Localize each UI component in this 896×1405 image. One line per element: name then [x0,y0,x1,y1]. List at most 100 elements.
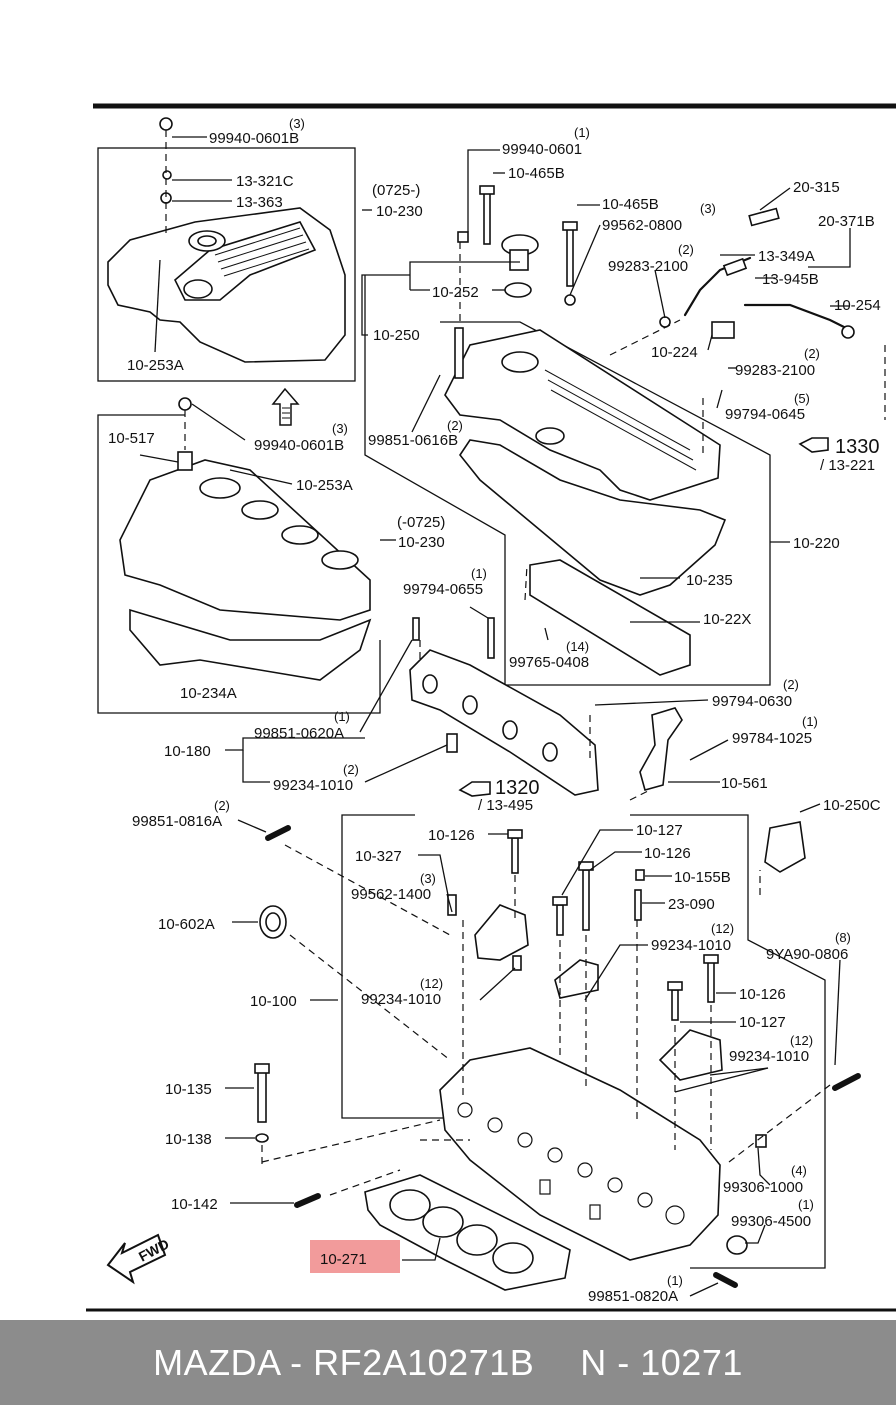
c24-label: 10-517 [108,430,155,447]
c22-label: 1330 [835,436,880,458]
c51-label: 9YA90-0806 [766,946,848,963]
c37-label: 99234-1010 [273,777,353,794]
studs-and-bolts [254,829,767,1148]
c46-label: 10-155B [674,869,731,886]
c19-label: 99283-2100 [735,362,815,379]
c45-label: 10-327 [355,848,402,865]
c63-label: 99851-0820A [588,1288,678,1305]
c36-qty: (1) [802,714,818,729]
footer-reference: N - 10271 [580,1341,743,1383]
c28-label: 99794-0655 [403,581,483,598]
highlight-box [310,1240,400,1273]
c17-label: 10-250 [373,327,420,344]
c28-qty: (1) [471,566,487,581]
c36-label: 99784-1025 [732,730,812,747]
head-box-left [341,814,460,1119]
c9-label: 99562-0800 [602,217,682,234]
c21-qty: (2) [447,418,463,433]
c8-label: 10-465B [602,196,659,213]
ref-pointer-icon [458,437,829,797]
c1-label: 99940-0601B [209,130,299,147]
oil-seal [259,905,287,939]
engine-cover-upper [107,117,346,363]
engine-hanger [639,707,683,791]
leader-lines [139,136,851,1297]
inset-box-lower [97,414,381,714]
c31-label: 99765-0408 [509,654,589,671]
c59-qty: (4) [791,1163,807,1178]
intake-manifold [409,617,599,796]
c9-qty: (3) [700,201,716,216]
c14-label: 13-945B [762,271,819,288]
c33-qty: (1) [334,709,350,724]
cam-caps [474,904,723,1081]
up-arrow-icon [271,387,300,426]
c48-label: 23-090 [668,896,715,913]
c20-qty: (5) [794,391,810,406]
c30-label: 10-22X [703,611,751,628]
c5-qty: (0725-) [372,182,420,199]
c50-label: 99234-1010 [651,937,731,954]
c40-qty: (2) [214,798,230,813]
c63-qty: (1) [667,1273,683,1288]
c25-label: 10-253A [296,477,353,494]
c19-qty: (2) [804,346,820,361]
footer-brand-part: MAZDA - RF2A10271B [153,1341,535,1383]
c38-label: 1320 [495,777,540,799]
bolts [454,185,578,379]
c61-qty: (1) [798,1197,814,1212]
baffle-plate [529,559,691,676]
c47-qty: (3) [420,871,436,886]
c39-label: 10-561 [721,775,768,792]
c49-label: 10-602A [158,916,215,933]
c11-label: 20-371B [818,213,875,230]
c12-label: 99283-2100 [608,258,688,275]
c27-label: 10-220 [793,535,840,552]
alignment-lines [261,242,886,1196]
c29-label: 10-235 [686,572,733,589]
c59-label: 99306-1000 [723,1179,803,1196]
c35-label: 10-180 [164,743,211,760]
c2-label: 13-321C [236,173,294,190]
c47-label: 99562-1400 [351,886,431,903]
c37-qty: (2) [343,762,359,777]
c4-label: 10-253A [127,357,184,374]
c56-qty: (12) [790,1033,813,1048]
head-box-right [630,814,826,1269]
c60-label: 10-142 [171,1196,218,1213]
c61-label: 99306-4500 [731,1213,811,1230]
sensor [764,821,806,873]
c42-label: 10-126 [428,827,475,844]
c51-qty: (8) [835,930,851,945]
head-gasket [364,1174,571,1291]
c3-label: 13-363 [236,194,283,211]
valve-cover [444,329,727,596]
callout-labels: (3) 99940-0601B 13-321C 13-363 10-253A (… [108,116,881,1305]
breather-hoses [659,207,855,339]
c62-label: 10-271 [320,1251,367,1268]
c12-qty: (2) [678,242,694,257]
oil-filler-cap [501,234,539,298]
c55-label: 10-127 [739,1014,786,1031]
c34-qty: (2) [783,677,799,692]
forward-arrow-icon: FWD [106,1233,172,1285]
c6-qty: (1) [574,125,590,140]
c32-label: 10-234A [180,685,237,702]
c43-label: 10-127 [636,822,683,839]
c15-label: 10-254 [834,297,881,314]
c23-qty: (3) [332,421,348,436]
plug [726,1235,748,1255]
c56-label: 99234-1010 [729,1048,809,1065]
c40-label: 99851-0816A [132,813,222,830]
c34-label: 99794-0630 [712,693,792,710]
engine-cover-lower [119,397,372,681]
c50-qty: (12) [711,921,734,936]
c52-label: 10-100 [250,993,297,1010]
c26-label: 10-230 [398,534,445,551]
c26-qty: (-0725) [397,514,445,531]
c7-label: 10-465B [508,165,565,182]
c57-label: 10-135 [165,1081,212,1098]
c53-label: 99234-1010 [361,991,441,1008]
c6-label: 99940-0601 [502,141,582,158]
c5-label: 10-230 [376,203,423,220]
